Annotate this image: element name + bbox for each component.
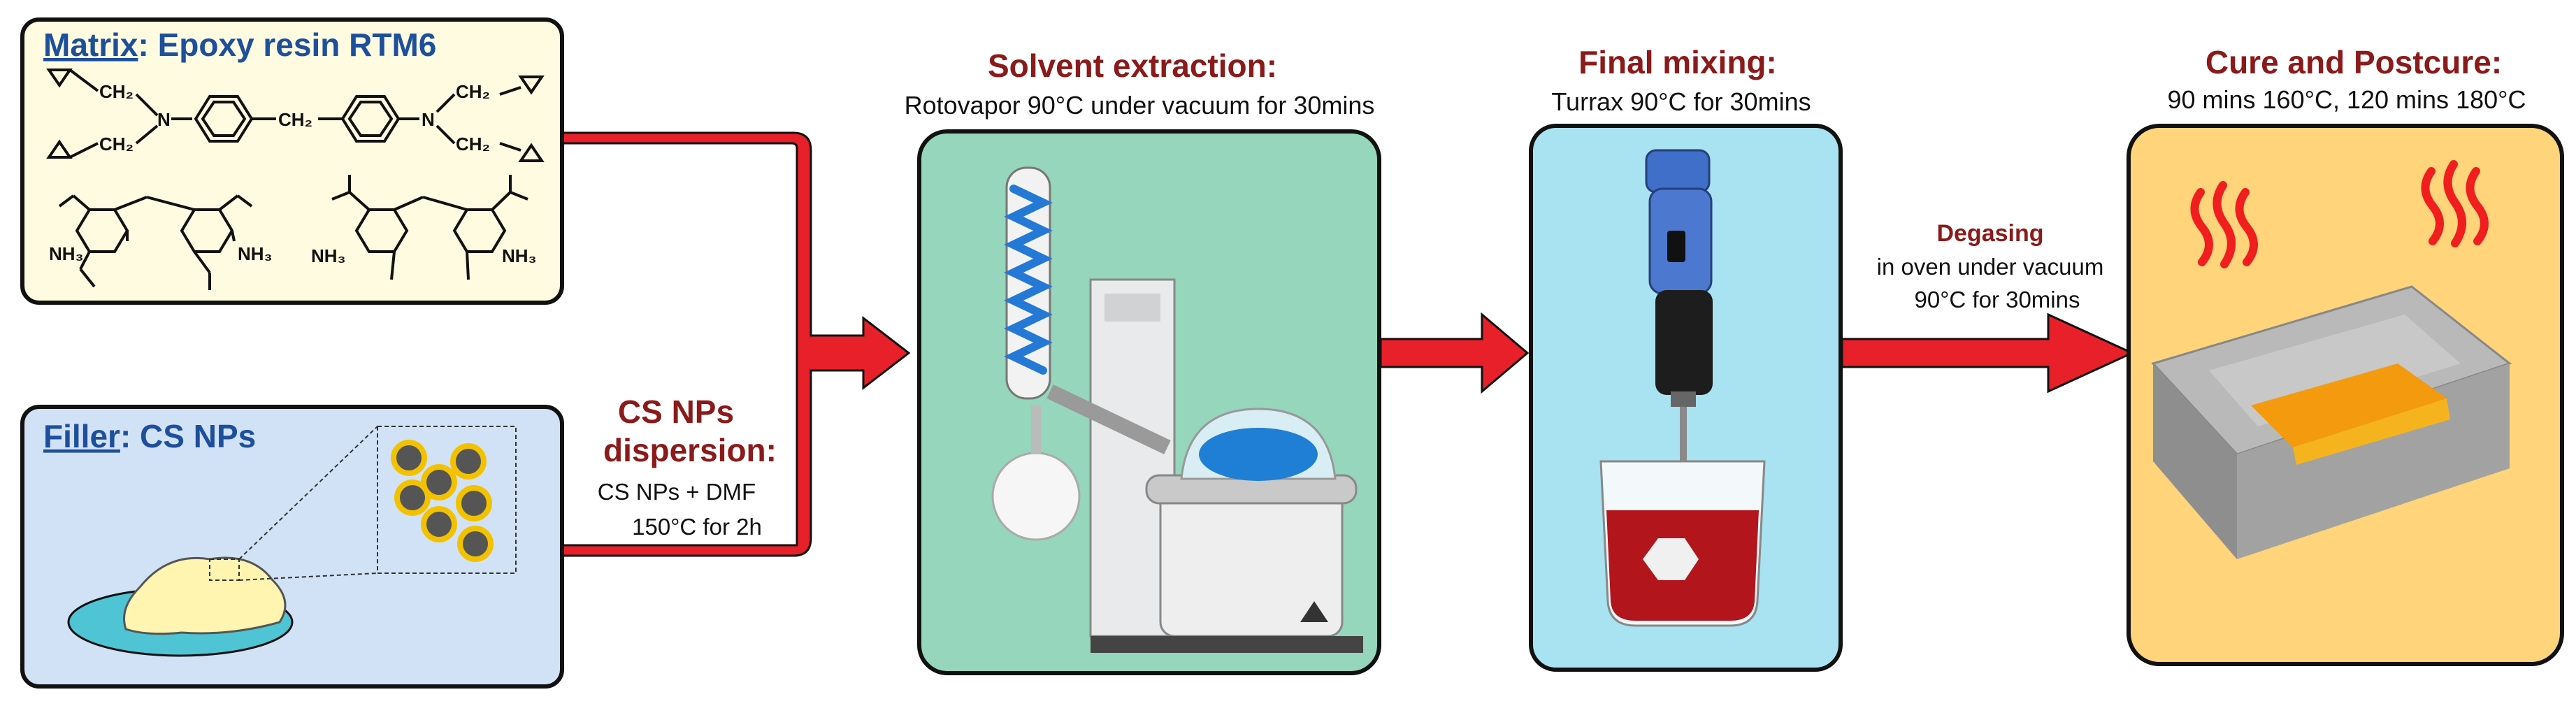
matrix-title-rest: : Epoxy resin RTM6 xyxy=(138,27,436,63)
nanoparticle-icon xyxy=(421,506,457,542)
arrow-to-cure xyxy=(1841,312,2135,394)
chem-label-ch2: CH₂ xyxy=(456,81,490,102)
filler-title-rest: : CS NPs xyxy=(120,418,256,454)
matrix-panel: Matrix: Epoxy resin RTM6 CH₂ xyxy=(20,17,564,305)
chem-label-n: N xyxy=(157,109,171,130)
solvent-extraction-detail: Rotovapor 90°C under vacuum for 30mins xyxy=(905,91,1375,120)
nanoparticle-icon xyxy=(394,480,431,516)
final-mixing-title: Final mixing: xyxy=(1578,44,1777,80)
mold-tray-icon xyxy=(2151,285,2512,559)
filler-title-key: Filler xyxy=(43,418,120,454)
cure-detail: 90 mins 160°C, 120 mins 180°C xyxy=(2167,85,2526,114)
epoxy-labels: CH₂ CH₂ N CH₂ N CH₂ CH₂ xyxy=(99,81,490,154)
chem-label-nh3: NH₃ xyxy=(49,243,84,264)
zoom-region-marker xyxy=(209,559,240,581)
degasing-detail-line2: 90°C for 30mins xyxy=(1915,287,2080,312)
rotovapor-icon xyxy=(991,166,1363,653)
zoom-guide-line xyxy=(238,426,378,560)
heat-icon xyxy=(2190,181,2258,268)
nanoparticle-icon xyxy=(450,443,487,480)
turrax-mixer-icon xyxy=(1599,149,1766,627)
dispersion-title-line1: CS NPs xyxy=(618,394,734,430)
epoxy-structure xyxy=(46,69,545,162)
amine-structures xyxy=(58,175,528,290)
chem-label-nh3: NH₃ xyxy=(311,245,346,266)
solvent-extraction-title: Solvent extraction: xyxy=(988,48,1277,84)
nanoparticle-icon xyxy=(457,526,494,562)
cure-step: Cure and Postcure: 90 mins 160°C, 120 mi… xyxy=(2127,44,2564,666)
chem-label-ch2: CH₂ xyxy=(456,134,490,154)
arrow-to-mixing xyxy=(1379,312,1530,394)
matrix-title: Matrix: Epoxy resin RTM6 xyxy=(43,27,436,63)
chem-label-nh3: NH₃ xyxy=(502,245,537,266)
chem-label-ch2: CH₂ xyxy=(99,81,134,102)
connector-arrows xyxy=(561,131,2135,557)
chem-label-nh3: NH₃ xyxy=(238,243,273,264)
chem-label-ch2: CH₂ xyxy=(278,109,312,130)
dispersion-title-line2: dispersion: xyxy=(603,432,777,468)
amine-labels: NH₃ NH₃ NH₃ NH₃ xyxy=(49,243,537,266)
dispersion-detail-line1: CS NPs + DMF xyxy=(598,479,756,505)
nanoparticle-icon xyxy=(421,464,457,500)
dispersion-detail-line2: 150°C for 2h xyxy=(632,514,762,540)
chem-label-ch2: CH₂ xyxy=(99,134,134,154)
matrix-title-key: Matrix xyxy=(43,27,138,63)
powder-pile-icon xyxy=(123,556,287,635)
core-shell-nanoparticles xyxy=(391,440,494,562)
degasing-title: Degasing xyxy=(1936,220,2043,247)
degasing-step: Degasing in oven under vacuum 90°C for 3… xyxy=(1877,220,2104,312)
dispersion-step: CS NPs dispersion: CS NPs + DMF 150°C fo… xyxy=(598,394,777,540)
nanoparticle-icon xyxy=(456,485,492,521)
final-mixing-detail: Turrax 90°C for 30mins xyxy=(1551,87,1811,116)
solvent-extraction-step: Solvent extraction: Rotovapor 90°C under… xyxy=(905,48,1381,675)
nanoparticle-icon xyxy=(391,440,427,476)
merge-arrow xyxy=(561,131,911,557)
heat-icon xyxy=(2421,160,2489,247)
zoom-guide-line xyxy=(238,572,378,581)
cure-title: Cure and Postcure: xyxy=(2206,44,2502,80)
degasing-detail-line1: in oven under vacuum xyxy=(1877,254,2104,280)
filler-panel: Filler: CS NPs xyxy=(20,405,564,689)
final-mixing-step: Final mixing: Turrax 90°C for 30mins xyxy=(1529,44,1843,672)
chem-label-n: N xyxy=(422,109,435,130)
filler-title: Filler: CS NPs xyxy=(43,418,256,454)
matrix-box xyxy=(20,17,564,305)
